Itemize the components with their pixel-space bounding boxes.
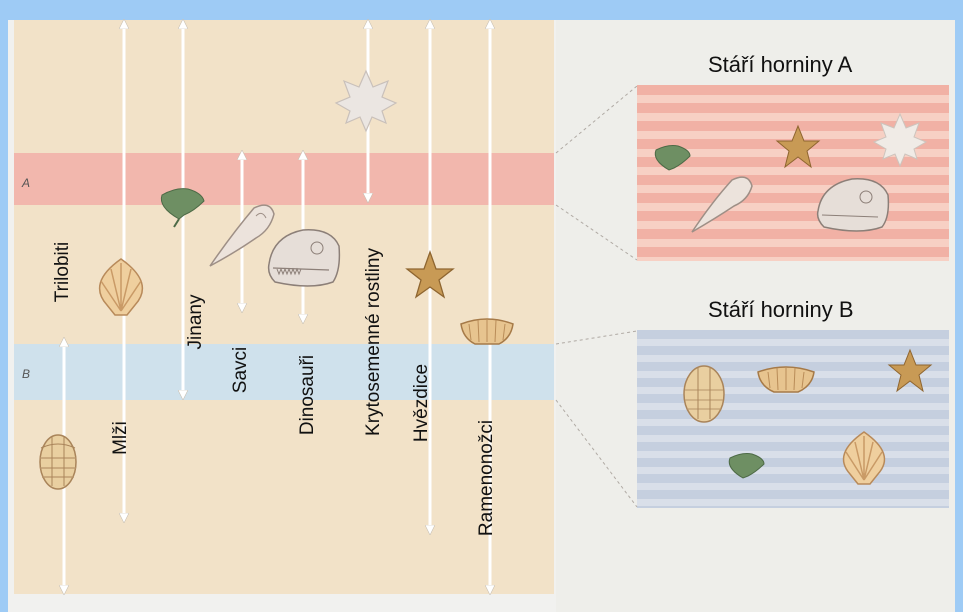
- trilobite-icon: [40, 435, 76, 489]
- dinosaur-skull-icon: [269, 230, 340, 286]
- label-hvezdice: Hvězdice: [411, 355, 435, 451]
- rock-b-scallop-icon: [844, 432, 885, 484]
- rock-a-ginkgo-icon: [655, 146, 690, 171]
- label-jinany: Jinany: [185, 287, 209, 357]
- rock-b-brachiopod-icon: [758, 367, 814, 392]
- label-krytosemenne-rostliny: Krytosemenné rostliny: [363, 237, 387, 447]
- brachiopod-icon: [461, 319, 513, 344]
- rock-b-trilobite-icon: [684, 366, 724, 422]
- rock-a-dinosaur-skull-icon: [818, 179, 889, 231]
- connector-lines: [556, 86, 637, 507]
- rock-b-ginkgo-icon: [729, 454, 764, 479]
- rock-a-mammal-skull-icon: [692, 177, 752, 232]
- rock-a-maple-leaf-icon: [874, 114, 926, 166]
- label-trilobiti: Trilobiti: [52, 225, 76, 319]
- label-mlzi: Mlži: [110, 418, 134, 458]
- label-ramenonozci: Ramenonožci: [476, 408, 500, 548]
- label-savci: Savci: [230, 338, 254, 402]
- rock-a-starfish-icon: [777, 126, 819, 167]
- rock-b-starfish-icon: [889, 350, 931, 391]
- label-dinosauri: Dinosauři: [297, 340, 321, 450]
- scallop-shell-icon: [100, 259, 143, 315]
- maple-leaf-icon: [336, 71, 396, 131]
